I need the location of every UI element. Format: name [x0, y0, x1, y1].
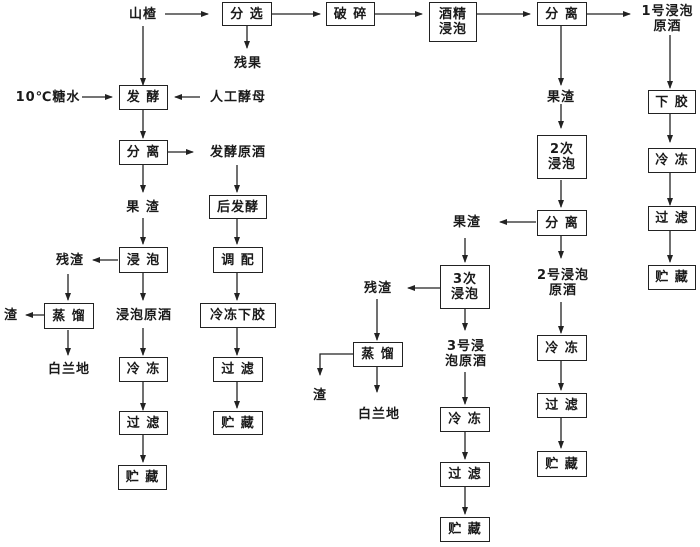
- node-yuanjiu-2: 2号浸泡 原酒: [536, 268, 590, 298]
- node-canguo: 残果: [233, 55, 262, 71]
- node-guolv-d: 过 滤: [537, 393, 587, 418]
- node-rengong-jiaomu: 人工酵母: [209, 89, 266, 105]
- node-zhucang-d: 贮 藏: [537, 451, 587, 477]
- node-jinpao-left: 浸 泡: [119, 247, 168, 273]
- node-fajiao-yuanjiu: 发酵原酒: [209, 144, 266, 160]
- node-zha-left: 渣: [3, 307, 18, 323]
- node-fenli-2: 分 离: [537, 210, 587, 236]
- node-fenli-left: 分 离: [119, 140, 168, 165]
- node-bailandi-left: 白兰地: [47, 361, 90, 377]
- node-tiaopei: 调 配: [213, 247, 263, 273]
- node-canzha-mid: 残渣: [363, 280, 392, 296]
- node-jinpao-3: 3次 浸泡: [440, 265, 490, 309]
- node-canzha-left: 残渣: [55, 252, 84, 268]
- node-shanzha: 山楂: [128, 6, 157, 22]
- node-posui: 破 碎: [326, 2, 375, 26]
- node-zha-mid: 渣: [312, 387, 327, 403]
- node-yuanjiu-1: 1号浸泡 原酒: [641, 4, 694, 34]
- node-zhengliu-left: 蒸 馏: [44, 303, 94, 329]
- node-guolv-b: 过 滤: [213, 357, 263, 382]
- node-guolv-a: 过 滤: [119, 411, 168, 435]
- node-yuanjiu-3: 3号浸 泡原酒: [444, 339, 487, 369]
- node-guozha-2: 果渣: [452, 214, 481, 230]
- node-zhucang-e: 贮 藏: [648, 265, 696, 290]
- node-guozha-left: 果 渣: [126, 199, 160, 215]
- node-guozha-1: 果渣: [546, 89, 575, 105]
- node-zhucang-b: 贮 藏: [213, 411, 263, 435]
- node-fenxuan: 分 选: [222, 2, 272, 26]
- node-zhucang-a: 贮 藏: [118, 465, 167, 490]
- node-lengdong-e: 冷 冻: [648, 148, 696, 173]
- node-fenli-1: 分 离: [537, 2, 587, 26]
- node-xiajiao: 下 胶: [648, 90, 696, 114]
- node-lengdong-a: 冷 冻: [119, 357, 168, 382]
- node-tangshui: 10℃糖水: [15, 89, 81, 105]
- node-zhengliu-mid: 蒸 馏: [353, 342, 403, 367]
- node-houfajiao: 后发酵: [209, 195, 267, 219]
- node-guolv-c: 过 滤: [440, 462, 490, 487]
- node-lengdong-d: 冷 冻: [537, 335, 587, 361]
- node-lengdong-xiajiao: 冷冻下胶: [200, 303, 276, 328]
- node-fajiao: 发 酵: [119, 85, 168, 110]
- node-jiujing-jinpao: 酒精 浸泡: [429, 2, 477, 42]
- node-jinpao-2: 2次 浸泡: [537, 135, 587, 179]
- node-jinpao-yuanjiu: 浸泡原酒: [115, 307, 172, 323]
- node-bailandi-mid: 白兰地: [357, 406, 400, 422]
- node-zhucang-c: 贮 藏: [440, 517, 490, 542]
- arrow-zhengliu-zha-mid: [317, 353, 353, 376]
- node-guolv-e: 过 滤: [648, 206, 696, 231]
- node-lengdong-c: 冷 冻: [440, 407, 490, 432]
